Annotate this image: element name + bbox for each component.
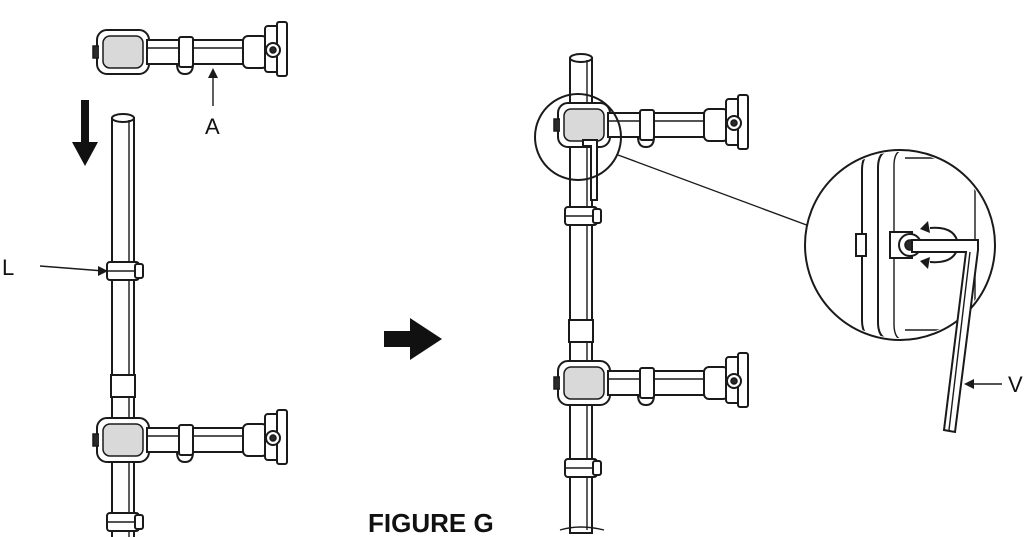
label-l-arrowhead bbox=[98, 266, 108, 276]
label-l: L bbox=[2, 255, 14, 280]
pole-left bbox=[110, 113, 136, 537]
collar-mid-right bbox=[564, 206, 602, 226]
collar-bottom-right bbox=[564, 458, 602, 478]
hex-wrench-v bbox=[911, 239, 979, 434]
label-a-arrowhead bbox=[208, 68, 218, 78]
label-l-pointer bbox=[39, 265, 105, 272]
collar-l bbox=[106, 261, 144, 281]
monitor-arm-a bbox=[92, 21, 288, 77]
label-v: V bbox=[1008, 372, 1023, 397]
label-v-arrowhead bbox=[964, 379, 974, 389]
wrench-small bbox=[582, 139, 598, 201]
label-a: A bbox=[205, 114, 220, 139]
collar-bottom-left bbox=[106, 512, 144, 532]
right-arrow-icon bbox=[384, 318, 442, 360]
detail-leader-line bbox=[617, 154, 813, 228]
monitor-arm-lower-left bbox=[92, 409, 288, 465]
pole-right bbox=[559, 53, 605, 534]
monitor-arm-lower-right bbox=[553, 352, 749, 408]
figure-caption: FIGURE G bbox=[368, 508, 494, 537]
down-arrow-icon bbox=[72, 100, 98, 166]
detail-circle-small bbox=[534, 93, 622, 181]
